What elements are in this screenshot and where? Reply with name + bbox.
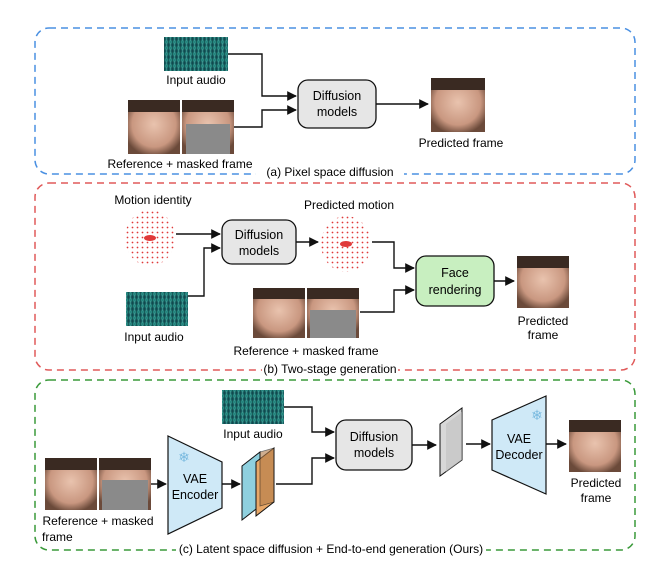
input-audio-spectrogram-c [222, 390, 284, 424]
svg-text:Decoder: Decoder [495, 448, 542, 462]
input-audio-label-b: Input audio [124, 330, 184, 344]
diffusion-models-box-c: Diffusion models [335, 419, 413, 471]
predicted-frame-label-c-line1: Predicted [571, 476, 622, 490]
predicted-latent [439, 407, 463, 477]
snowflake-icon: ❄ [178, 449, 190, 465]
predicted-frame-label-a: Predicted frame [419, 136, 504, 150]
predicted-frame-label-c-line2: frame [581, 491, 612, 505]
reference-frame-c [45, 458, 97, 510]
reference-frame-a [128, 100, 180, 154]
input-audio-label-c: Input audio [223, 427, 283, 441]
svg-text:Diffusion: Diffusion [235, 228, 283, 242]
predicted-motion-landmarks [321, 216, 371, 272]
face-rendering-box: Face rendering [415, 255, 495, 307]
predicted-frame-c [569, 420, 621, 472]
masked-frame-a [182, 100, 234, 154]
vae-encoder-block: ❄ VAE Encoder [167, 435, 223, 535]
svg-text:VAE: VAE [183, 472, 207, 486]
reference-label-c-line2: frame [42, 530, 73, 544]
predicted-frame-label-b-line1: Predicted [518, 314, 569, 328]
reference-label-b: Reference + masked frame [233, 344, 378, 358]
svg-text:Diffusion: Diffusion [313, 89, 361, 103]
masked-frame-b [307, 288, 359, 338]
svg-text:models: models [354, 446, 394, 460]
panel-a-caption: (a) Pixel space diffusion [266, 165, 393, 179]
predicted-frame-label-b-line2: frame [528, 328, 559, 342]
snowflake-icon: ❄ [531, 407, 543, 423]
panel-b-caption: (b) Two-stage generation [263, 362, 396, 376]
input-audio-spectrogram-a [164, 37, 228, 71]
svg-text:VAE: VAE [507, 432, 531, 446]
masked-frame-c [99, 458, 151, 510]
panel-a-frame [34, 27, 636, 175]
motion-identity-landmarks [125, 210, 175, 266]
latent-features [241, 446, 275, 522]
svg-text:models: models [239, 244, 279, 258]
diffusion-models-box-b: Diffusion models [221, 219, 297, 265]
input-audio-label-a: Input audio [166, 73, 226, 87]
vae-decoder-block: ❄ VAE Decoder [491, 395, 547, 495]
svg-text:Diffusion: Diffusion [350, 430, 398, 444]
predicted-motion-label: Predicted motion [304, 198, 394, 212]
svg-text:Face: Face [441, 266, 469, 280]
predicted-frame-b [517, 256, 569, 308]
reference-label-c-line1: Reference + masked [42, 514, 153, 528]
motion-identity-label: Motion identity [114, 193, 191, 207]
svg-text:models: models [317, 105, 357, 119]
svg-text:Encoder: Encoder [172, 488, 219, 502]
input-audio-spectrogram-b [126, 292, 188, 326]
svg-text:rendering: rendering [429, 283, 482, 297]
reference-frame-b [253, 288, 305, 338]
panel-c-caption: (c) Latent space diffusion + End-to-end … [179, 542, 483, 556]
reference-label-a: Reference + masked frame [107, 157, 252, 171]
predicted-frame-a [431, 78, 485, 132]
diffusion-models-box-a: Diffusion models [297, 79, 377, 129]
panel-c-frame [34, 379, 636, 551]
